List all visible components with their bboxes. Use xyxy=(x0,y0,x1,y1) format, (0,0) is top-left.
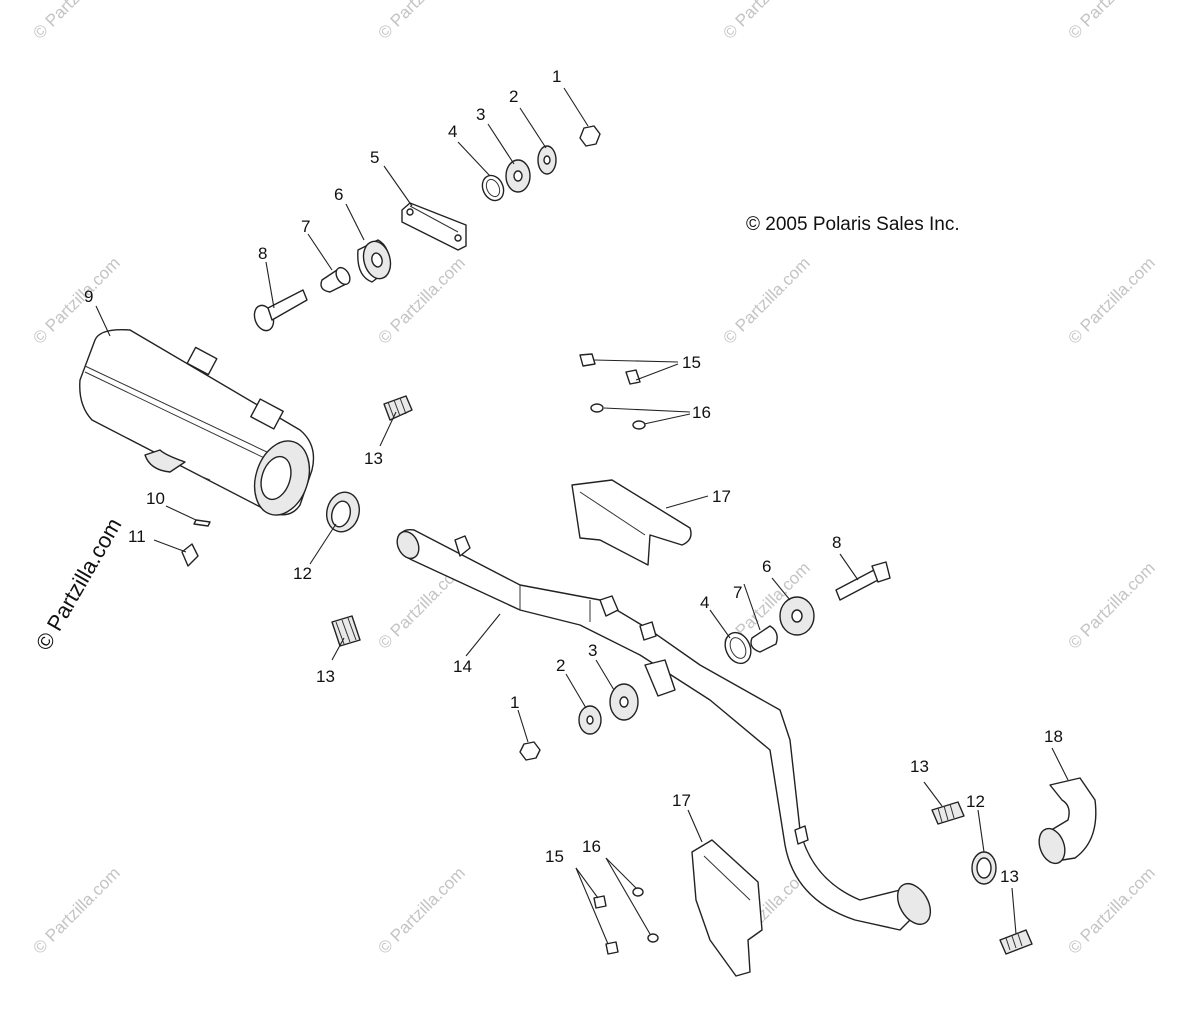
grommet-part xyxy=(357,239,392,283)
callout-9: 9 xyxy=(84,287,93,306)
callout-16: 16 xyxy=(692,403,711,422)
washer-part xyxy=(632,887,644,897)
callout-13: 13 xyxy=(910,757,929,776)
watermark: © Partzilla.com xyxy=(374,863,468,957)
washer-part xyxy=(537,145,557,175)
callout-3: 3 xyxy=(476,105,485,124)
nut-part xyxy=(519,741,541,761)
mount-bracket-part xyxy=(401,202,467,251)
watermark: © Partzilla.com xyxy=(1064,0,1158,43)
clip-ring-part xyxy=(724,631,752,665)
bushing-sleeve-part xyxy=(750,625,778,653)
callout-18: 18 xyxy=(1044,727,1063,746)
watermark: © Partzilla.com xyxy=(29,0,123,43)
clip-ring-part xyxy=(481,174,505,202)
thick-washer-part xyxy=(609,683,639,721)
callout-16: 16 xyxy=(582,837,601,856)
callout-13: 13 xyxy=(316,667,335,686)
callout-17: 17 xyxy=(672,791,691,810)
bolt-part xyxy=(605,941,619,955)
heat-shield-part xyxy=(691,839,763,977)
seal-ring-part xyxy=(971,851,997,885)
washer-part xyxy=(578,705,602,735)
callout-11: 11 xyxy=(128,527,146,546)
bolt-part xyxy=(625,369,641,385)
callout-10: 10 xyxy=(146,489,165,508)
callout-14: 14 xyxy=(453,657,472,676)
callout-2: 2 xyxy=(509,87,518,106)
callout-15: 15 xyxy=(682,353,701,372)
heat-shield-part xyxy=(571,479,692,566)
fastener-part xyxy=(181,543,199,567)
watermark: © Partzilla.com xyxy=(719,0,813,43)
bolt-part xyxy=(835,561,891,601)
watermark: © Partzilla.com xyxy=(719,253,813,347)
callout-7: 7 xyxy=(301,217,310,236)
callout-5: 5 xyxy=(370,148,379,167)
bolt-part xyxy=(593,895,607,909)
exhaust-pipe-part xyxy=(396,528,932,931)
callout-12: 12 xyxy=(966,792,985,811)
callout-6: 6 xyxy=(334,185,343,204)
watermark: © Partzilla.com xyxy=(1064,253,1158,347)
bushing-sleeve-part xyxy=(320,266,351,293)
washer-part xyxy=(647,933,659,943)
callout-6: 6 xyxy=(762,557,771,576)
callout-2: 2 xyxy=(556,656,565,675)
exhaust-elbow-part xyxy=(1038,777,1097,865)
seal-ring-part xyxy=(326,491,360,533)
washer-part xyxy=(632,420,646,430)
callout-3: 3 xyxy=(588,641,597,660)
callout-8: 8 xyxy=(832,533,841,552)
spring-part xyxy=(383,395,413,421)
callout-8: 8 xyxy=(258,244,267,263)
washer-part xyxy=(590,403,604,413)
callout-7: 7 xyxy=(733,583,742,602)
bolt-part xyxy=(579,353,596,367)
callout-4: 4 xyxy=(448,122,457,141)
callout-1: 1 xyxy=(552,67,561,86)
watermark: © Partzilla.com xyxy=(29,863,123,957)
clip-part xyxy=(193,519,211,527)
callout-17: 17 xyxy=(712,487,731,506)
muffler-part xyxy=(79,329,315,516)
watermark: © Partzilla.com xyxy=(374,0,468,43)
spring-part xyxy=(331,615,361,647)
thick-washer-part xyxy=(505,159,531,193)
callout-13: 13 xyxy=(364,449,383,468)
callout-15: 15 xyxy=(545,847,564,866)
spring-part xyxy=(931,801,965,825)
watermark: © Partzilla.com xyxy=(1064,863,1158,957)
spring-part xyxy=(999,929,1033,955)
leader-lines xyxy=(95,87,1069,945)
callout-numbers: 1 2 3 4 5 6 7 8 9 13 10 11 12 13 15 16 1… xyxy=(84,67,1063,886)
callout-13: 13 xyxy=(1000,867,1019,886)
side-watermark: © Partzilla.com xyxy=(31,514,127,655)
grommet-part xyxy=(779,596,815,636)
bolt-part xyxy=(253,289,308,332)
watermark: © Partzilla.com xyxy=(1064,558,1158,652)
nut-part xyxy=(579,125,601,147)
callout-12: 12 xyxy=(293,564,312,583)
copyright-notice: © 2005 Polaris Sales Inc. xyxy=(746,214,960,235)
callout-1: 1 xyxy=(510,693,519,712)
callout-4: 4 xyxy=(700,593,709,612)
